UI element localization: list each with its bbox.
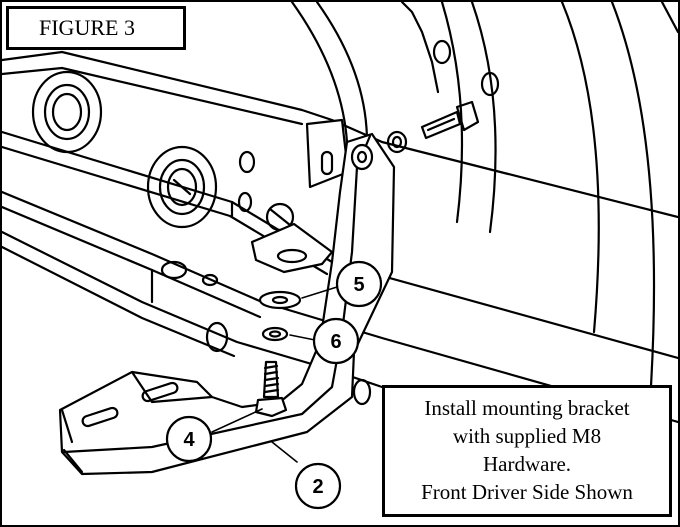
callout-circle-6 bbox=[312, 317, 360, 365]
note-line-4: Front Driver Side Shown bbox=[421, 480, 633, 504]
callout-circle-2 bbox=[294, 462, 342, 510]
mounting-bracket bbox=[58, 132, 396, 476]
frame-bolt bbox=[420, 100, 480, 140]
callout-label-2: 2 bbox=[312, 476, 323, 498]
callout-label-4: 4 bbox=[183, 429, 195, 451]
callout-label-5: 5 bbox=[353, 274, 364, 296]
lock-washer bbox=[261, 326, 289, 342]
note-line-1: Install mounting bracket bbox=[424, 396, 630, 420]
installation-note: Install mounting bracket with supplied M… bbox=[382, 385, 672, 517]
callout-leaders bbox=[211, 286, 338, 463]
figure-label: FIGURE 3 bbox=[6, 6, 186, 50]
callout-circle-5 bbox=[335, 260, 383, 308]
flat-washer bbox=[258, 290, 302, 310]
callout-circle-4 bbox=[165, 415, 213, 463]
wheel-well bbox=[290, 2, 678, 404]
note-line-2: with supplied M8 bbox=[452, 424, 602, 448]
note-line-3: Hardware. bbox=[482, 452, 572, 476]
callout-label-6: 6 bbox=[330, 331, 341, 353]
bolt bbox=[254, 360, 288, 418]
